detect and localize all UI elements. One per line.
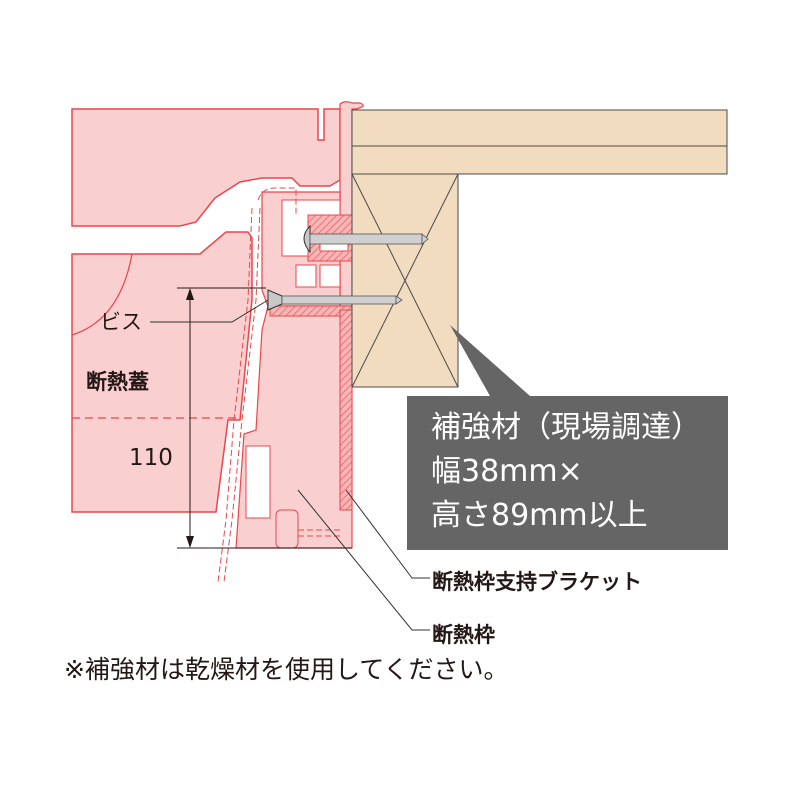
label-insulation-lid: 断熱蓋 (86, 370, 149, 394)
window-frame-profile (217, 101, 364, 583)
insulation-lid-lower (71, 231, 253, 513)
label-bracket: 断熱枠支持ブラケット (432, 570, 642, 594)
reinforcing-member (351, 173, 459, 388)
screw-upper (303, 224, 429, 254)
callout-line-1: 補強材（現場調達） (431, 410, 701, 445)
insulation-frame (235, 305, 353, 549)
insulation-lid-upper (71, 108, 341, 227)
label-screw: ビス (100, 310, 142, 334)
reinforcing-member-callout: 補強材（現場調達） 幅38mm× 高さ89mm以上 (407, 396, 728, 550)
wood-beams (351, 109, 728, 175)
dimension-110 (177, 287, 352, 549)
footnote: ※補強材は乾燥材を使用してください。 (64, 655, 509, 684)
callout-line-3: 高さ89mm以上 (431, 498, 648, 533)
leader-lines (150, 299, 430, 631)
label-dimension: 110 (129, 445, 173, 471)
label-insulation-frame: 断熱枠 (432, 623, 495, 647)
callout-line-2: 幅38mm× (431, 454, 583, 489)
callout-pointer (450, 325, 530, 396)
screw-lower (267, 289, 403, 311)
